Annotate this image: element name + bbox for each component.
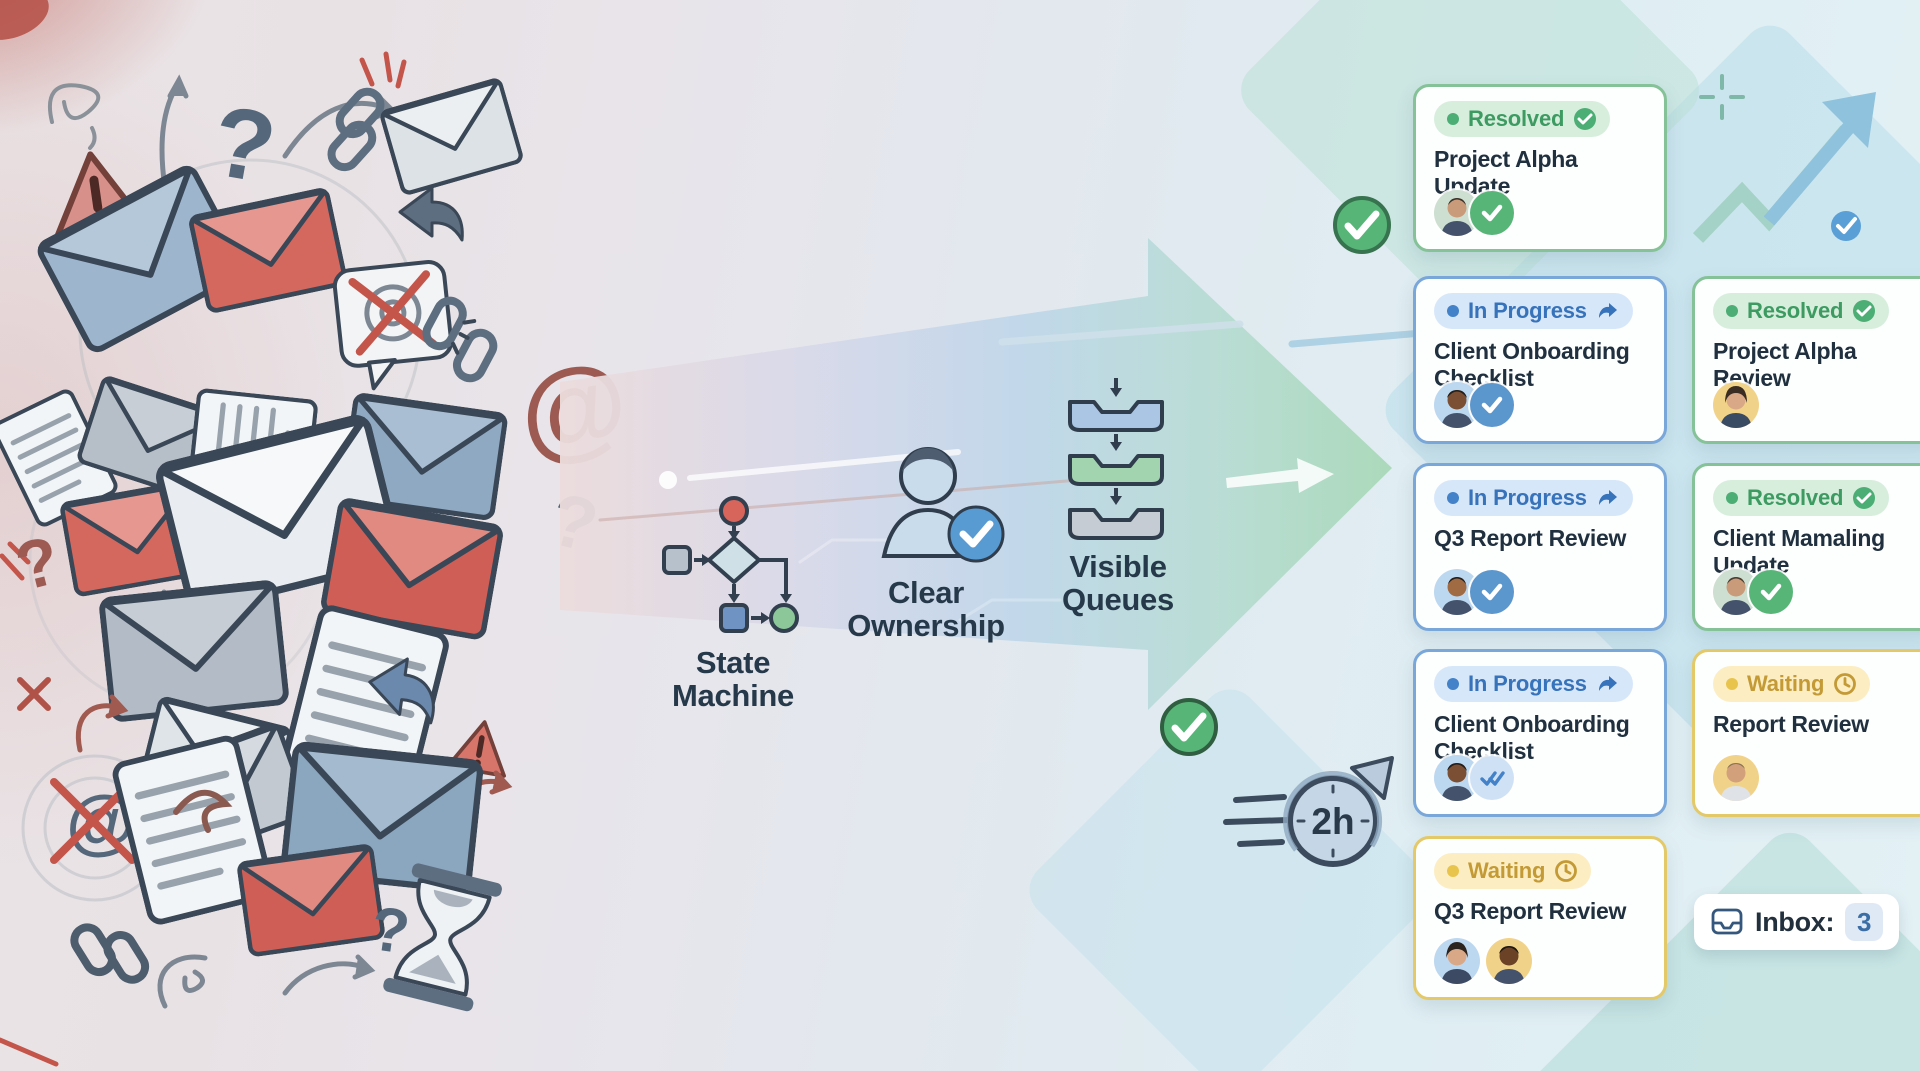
pen-scribble bbox=[173, 789, 233, 833]
double-check-badge-icon bbox=[1470, 756, 1514, 800]
red-accents bbox=[0, 0, 407, 1067]
sla-timer-label: 2h bbox=[1311, 801, 1354, 842]
inbox-label: Inbox: bbox=[1755, 906, 1835, 937]
sla-timer-icon: 2h bbox=[1223, 756, 1394, 867]
status-badge: Waiting bbox=[1713, 666, 1871, 702]
inbox-counter[interactable]: Inbox: 3 bbox=[1694, 894, 1900, 950]
assignees bbox=[1713, 382, 1759, 428]
status-dot bbox=[1447, 865, 1459, 877]
small-arrow-icon bbox=[1226, 458, 1334, 493]
card-title: Report Review bbox=[1713, 711, 1869, 737]
task-card[interactable]: Resolved Client Mamaling Update bbox=[1692, 463, 1920, 631]
blue-check-icon bbox=[1831, 211, 1861, 241]
reply-arrow-icon bbox=[398, 186, 464, 242]
card-title: Project Alpha Review bbox=[1713, 338, 1857, 391]
curved-arrow-icon bbox=[75, 694, 513, 803]
status-badge: Resolved bbox=[1713, 480, 1890, 516]
hourglass-icon bbox=[383, 863, 502, 1012]
card-title: Client Onboarding Checklist bbox=[1434, 338, 1630, 391]
task-card[interactable]: Waiting Q3 Report Review bbox=[1413, 836, 1667, 1000]
status-dot bbox=[1726, 678, 1738, 690]
transformation-arrow bbox=[560, 238, 1392, 710]
red-x-icon bbox=[17, 677, 51, 711]
forward-arrow-icon bbox=[1596, 301, 1620, 321]
avatar bbox=[1486, 938, 1532, 984]
assignees bbox=[1434, 569, 1514, 615]
state-machine-icon bbox=[662, 496, 799, 633]
task-card[interactable]: Resolved Project Alpha Update bbox=[1413, 84, 1667, 252]
broken-chain-icon bbox=[415, 296, 504, 383]
status-label: In Progress bbox=[1468, 671, 1587, 696]
person-check-icon bbox=[881, 447, 1005, 563]
check-badge-icon bbox=[1749, 570, 1793, 614]
reply-arrow-icon bbox=[368, 657, 435, 725]
forward-arrow-icon bbox=[1596, 674, 1620, 694]
status-label: Resolved bbox=[1747, 298, 1844, 323]
task-card[interactable]: In Progress Client Onboarding Checklist bbox=[1413, 276, 1667, 444]
avatar bbox=[1713, 755, 1759, 801]
status-dot bbox=[1447, 492, 1459, 504]
status-label: Waiting bbox=[1468, 858, 1546, 883]
green-check-icon bbox=[1160, 698, 1218, 756]
avatar bbox=[1434, 938, 1480, 984]
status-badge: In Progress bbox=[1434, 293, 1633, 329]
green-check-icon bbox=[1333, 196, 1391, 254]
task-card[interactable]: In Progress Client Onboarding Checklist bbox=[1413, 649, 1667, 817]
assignees bbox=[1713, 569, 1793, 615]
status-badge: In Progress bbox=[1434, 666, 1633, 702]
assignees bbox=[1434, 190, 1514, 236]
sparkle-crosshair-icon bbox=[1699, 74, 1745, 120]
status-badge: Resolved bbox=[1434, 101, 1611, 137]
check-circle-icon bbox=[1852, 486, 1876, 510]
check-badge-icon bbox=[1470, 383, 1514, 427]
speed-lines bbox=[1223, 794, 1291, 847]
status-dot bbox=[1726, 492, 1738, 504]
clock-icon bbox=[1833, 672, 1857, 696]
card-title: Q3 Report Review bbox=[1434, 525, 1627, 551]
scribble-spiral-icon bbox=[47, 83, 101, 150]
check-badge-icon bbox=[1470, 570, 1514, 614]
card-title: Q3 Report Review bbox=[1434, 898, 1627, 924]
assignees bbox=[1713, 755, 1759, 801]
avatar bbox=[1713, 382, 1759, 428]
status-dot bbox=[1447, 113, 1459, 125]
status-badge: Resolved bbox=[1713, 293, 1890, 329]
status-label: Resolved bbox=[1747, 485, 1844, 510]
crossed-at-icon: @ bbox=[50, 778, 136, 864]
growth-arrow-icon bbox=[1692, 74, 1876, 243]
stacked-queues-icon bbox=[1068, 378, 1164, 540]
inbox-icon bbox=[1710, 907, 1744, 937]
status-label: In Progress bbox=[1468, 298, 1587, 323]
task-card[interactable]: Resolved Project Alpha Review bbox=[1692, 276, 1920, 444]
task-card[interactable]: In Progress Q3 Report Review bbox=[1413, 463, 1667, 631]
assignees bbox=[1434, 755, 1514, 801]
check-circle-icon bbox=[1573, 107, 1597, 131]
status-label: Resolved bbox=[1468, 106, 1565, 131]
status-dot bbox=[1447, 678, 1459, 690]
assignees bbox=[1434, 382, 1514, 428]
status-label: Waiting bbox=[1747, 671, 1825, 696]
card-title: Client Onboarding Checklist bbox=[1434, 711, 1630, 764]
forward-arrow-icon bbox=[1596, 488, 1620, 508]
status-label: In Progress bbox=[1468, 485, 1587, 510]
status-dot bbox=[1447, 305, 1459, 317]
status-badge: In Progress bbox=[1434, 480, 1633, 516]
inbox-count: 3 bbox=[1845, 903, 1884, 941]
status-dot bbox=[1726, 305, 1738, 317]
clock-icon bbox=[1554, 859, 1578, 883]
check-circle-icon bbox=[1852, 299, 1876, 323]
missed-target-bubble-icon bbox=[332, 259, 454, 391]
check-badge-icon bbox=[1470, 191, 1514, 235]
status-badge: Waiting bbox=[1434, 853, 1592, 889]
task-card[interactable]: Waiting Report Review bbox=[1692, 649, 1920, 817]
assignees bbox=[1434, 938, 1532, 984]
